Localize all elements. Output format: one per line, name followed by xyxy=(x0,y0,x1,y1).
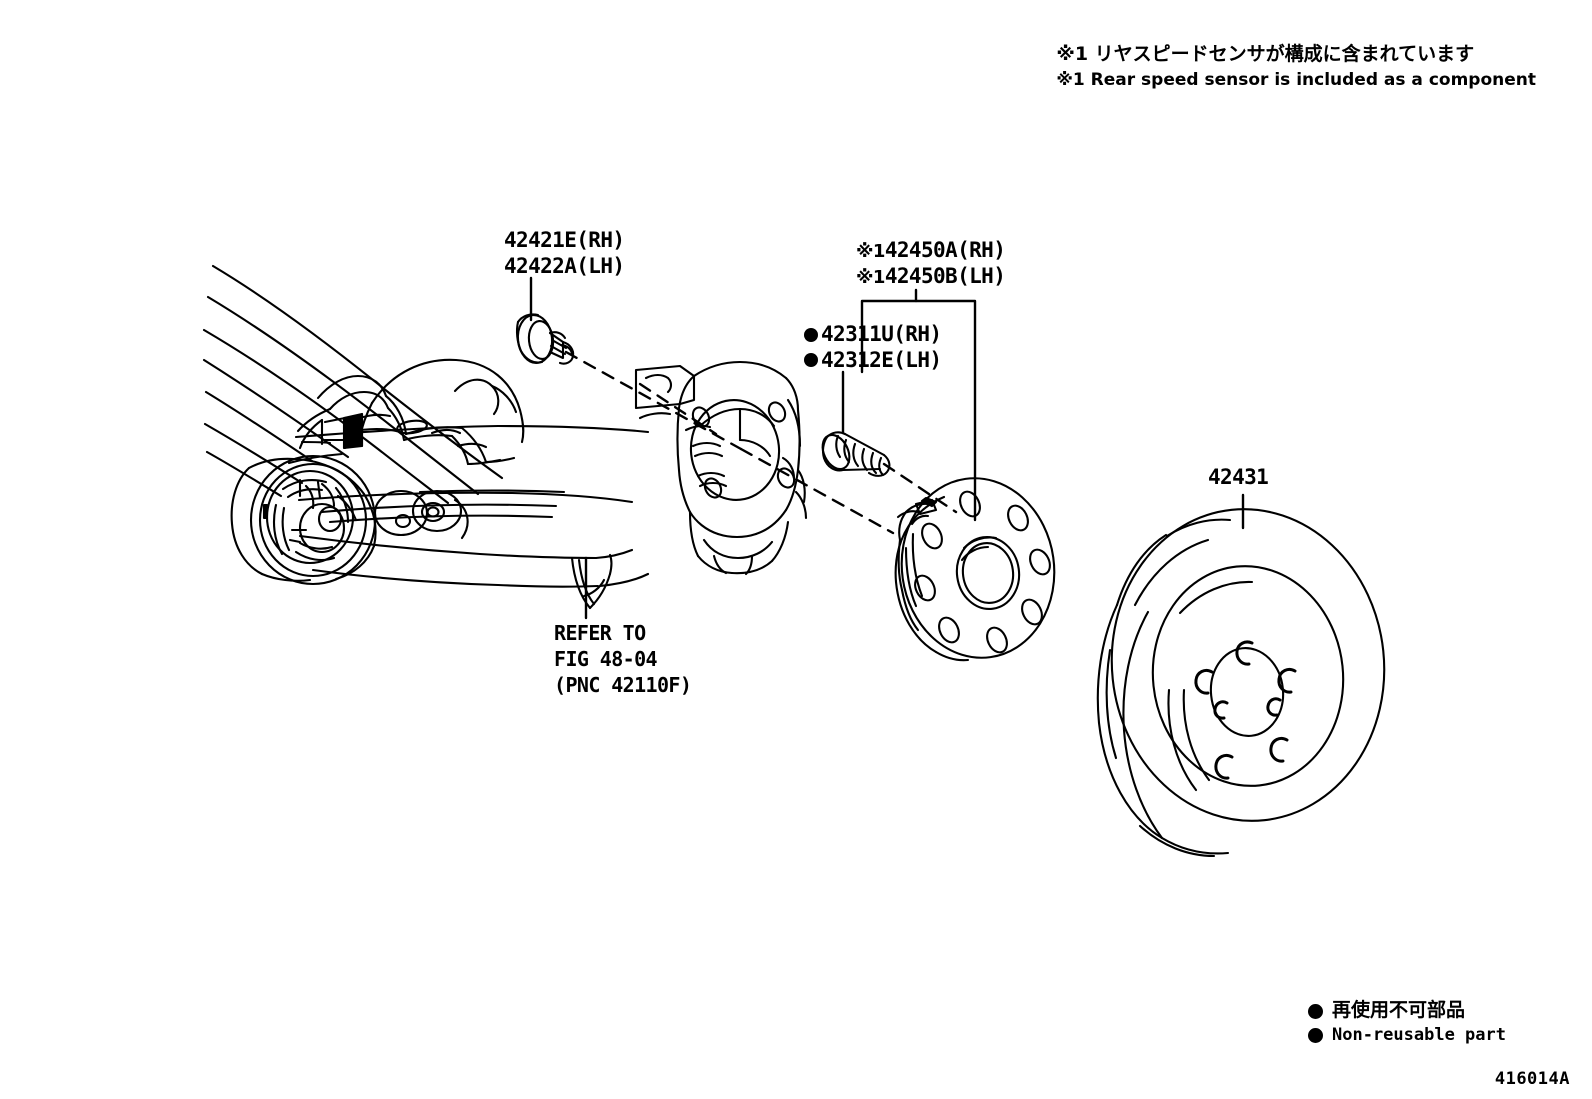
callout-stud-rh: 42311U(RH) xyxy=(821,322,942,346)
dash-bolt-to-carrier xyxy=(566,352,741,449)
axle-carrier-knuckle xyxy=(636,362,806,574)
callout-stud-rh-row: 42311U(RH) xyxy=(804,322,942,348)
bracket-42450 xyxy=(862,301,975,520)
nonreusable-dot-icon-legend xyxy=(1308,1003,1323,1019)
assembly-alignment-lines xyxy=(566,352,956,533)
rear-axle-beam-assembly xyxy=(204,266,648,608)
refer-line-3: (PNC 42110F) xyxy=(554,673,692,697)
refer-line-2: FIG 48-04 xyxy=(554,647,658,671)
legend-label-jp: 再使用不可部品 xyxy=(1332,999,1466,1022)
component-note-en: ※1 Rear speed sensor is included as a co… xyxy=(1056,69,1536,90)
callout-refer-to: REFER TO FIG 48-04 (PNC 42110F) xyxy=(554,620,692,698)
dash-carrier-upper xyxy=(640,384,716,434)
callout-stud-lh: 42312E(LH) xyxy=(821,347,942,372)
reference-asterisk-icon: ※1 xyxy=(856,241,885,262)
component-note-jp: ※1 リヤスピードセンサが構成に含まれています xyxy=(1056,43,1475,65)
legend: 再使用不可部品 Non-reusable part xyxy=(1308,998,1506,1047)
callout-bearing-assembly: ※142450A(RH) ※142450B(LH) xyxy=(856,238,1006,290)
dash-stud-to-hub xyxy=(884,464,956,512)
callout-stud-bolt: 42311U(RH) 42312E(LH) xyxy=(804,322,942,374)
callout-bearing-lh-row: ※142450B(LH) xyxy=(856,263,1006,290)
callout-hub-bolt-rh: 42421E(RH) xyxy=(504,228,625,252)
nonreusable-dot-icon-2 xyxy=(804,353,818,368)
nonreusable-dot-icon xyxy=(804,327,818,342)
dash-carrier-to-hub xyxy=(741,449,893,533)
callout-hub-bolt: 42421E(RH) 42422A(LH) xyxy=(504,228,625,279)
component-note: ※1 リヤスピードセンサが構成に含まれています ※1 Rear speed se… xyxy=(1056,42,1536,91)
refer-line-1: REFER TO xyxy=(554,621,646,645)
callout-bearing-rh: 42450A(RH) xyxy=(884,238,1006,262)
legend-row-jp: 再使用不可部品 xyxy=(1308,998,1506,1024)
callout-brake-disc: 42431 xyxy=(1208,465,1269,491)
callout-hub-bolt-lh: 42422A(LH) xyxy=(504,253,625,278)
reference-asterisk-icon-2: ※1 xyxy=(856,266,885,288)
legend-row-en: Non-reusable part xyxy=(1308,1024,1506,1047)
legend-label-en: Non-reusable part xyxy=(1332,1025,1506,1046)
rear-brake-disc xyxy=(1096,496,1399,856)
callout-stud-lh-row: 42312E(LH) xyxy=(804,347,942,374)
hub-stud-bolt xyxy=(817,431,889,476)
hub-mounting-bolt xyxy=(516,313,574,364)
callout-bearing-rh-row: ※142450A(RH) xyxy=(856,238,1006,264)
nonreusable-dot-icon-legend-2 xyxy=(1308,1028,1323,1044)
leader-lines xyxy=(531,278,1243,618)
callout-brake-disc-number: 42431 xyxy=(1208,465,1269,489)
figure-id: 416014A xyxy=(1494,1069,1570,1089)
callout-bearing-lh: 42450B(LH) xyxy=(884,263,1006,288)
axle-hub-bearing-assembly xyxy=(890,468,1066,667)
